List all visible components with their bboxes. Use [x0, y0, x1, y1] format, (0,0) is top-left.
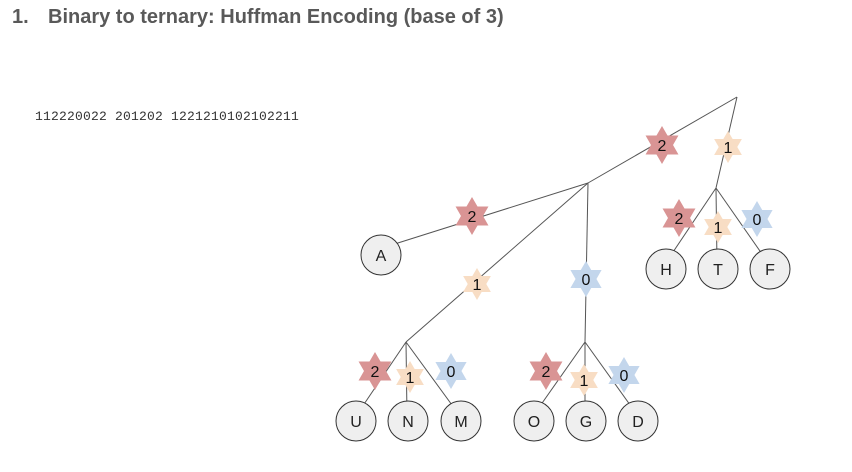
branch-un-1: 1 [463, 268, 491, 300]
branch-og-0-label: 0 [582, 272, 591, 289]
branch-u-2-label: 2 [371, 364, 380, 381]
edge-to-un [405, 182, 589, 343]
leaf-a-label: A [376, 248, 387, 265]
leaf-h: H [645, 248, 687, 290]
branch-f-0: 0 [741, 201, 773, 237]
branch-root-2: 2 [645, 126, 679, 164]
branch-root-1-label: 1 [724, 140, 733, 157]
title-number: 1. [12, 6, 29, 28]
branch-h-2: 2 [662, 199, 696, 237]
leaf-n: N [387, 400, 429, 442]
branch-d-0: 0 [608, 357, 640, 393]
leaf-t-label: T [713, 262, 723, 279]
branch-a-2-label: 2 [468, 209, 477, 226]
leaf-nodes: A H T F U N M O [335, 234, 791, 442]
leaf-m-label: M [454, 414, 467, 431]
leaf-u: U [335, 400, 377, 442]
branch-h-2-label: 2 [675, 211, 684, 228]
leaf-u-label: U [350, 414, 362, 431]
branch-u-2: 2 [358, 352, 392, 390]
branch-root-2-label: 2 [658, 138, 667, 155]
leaf-t: T [697, 248, 739, 290]
branch-n-1: 1 [396, 361, 424, 393]
branch-t-1-label: 1 [714, 220, 723, 237]
branch-m-0: 0 [435, 353, 467, 389]
branch-og-0: 0 [570, 261, 602, 297]
leaf-d: D [617, 400, 659, 442]
leaf-f: F [749, 248, 791, 290]
encoded-message: 112220022 201202 1221210102102211 [35, 109, 300, 124]
leaf-o: O [513, 400, 555, 442]
leaf-h-label: H [660, 262, 672, 279]
leaf-d-label: D [632, 414, 644, 431]
branch-o-2-label: 2 [542, 364, 551, 381]
branch-m-0-label: 0 [447, 364, 456, 381]
leaf-g-label: G [580, 414, 592, 431]
branch-g-1: 1 [570, 364, 598, 396]
branch-f-0-label: 0 [753, 212, 762, 229]
branch-d-0-label: 0 [620, 368, 629, 385]
branch-g-1-label: 1 [580, 373, 589, 390]
title-text: Binary to ternary: Huffman Encoding (bas… [48, 6, 504, 28]
leaf-o-label: O [528, 414, 540, 431]
branch-t-1: 1 [704, 211, 732, 243]
leaf-f-label: F [765, 262, 775, 279]
branch-n-1-label: 1 [406, 370, 415, 387]
slide-title: 1. Binary to ternary: Huffman Encoding (b… [12, 6, 504, 29]
branch-labels: 2 1 2 1 0 2 1 0 2 1 0 2 [358, 126, 773, 396]
branch-a-2: 2 [455, 197, 489, 235]
leaf-m: M [440, 400, 482, 442]
leaf-n-label: N [402, 414, 414, 431]
edge-to-a [381, 182, 589, 249]
leaf-a: A [360, 234, 402, 276]
branch-un-1-label: 1 [473, 277, 482, 294]
leaf-g: G [565, 400, 607, 442]
branch-root-1: 1 [714, 131, 742, 163]
branch-o-2: 2 [529, 352, 563, 390]
